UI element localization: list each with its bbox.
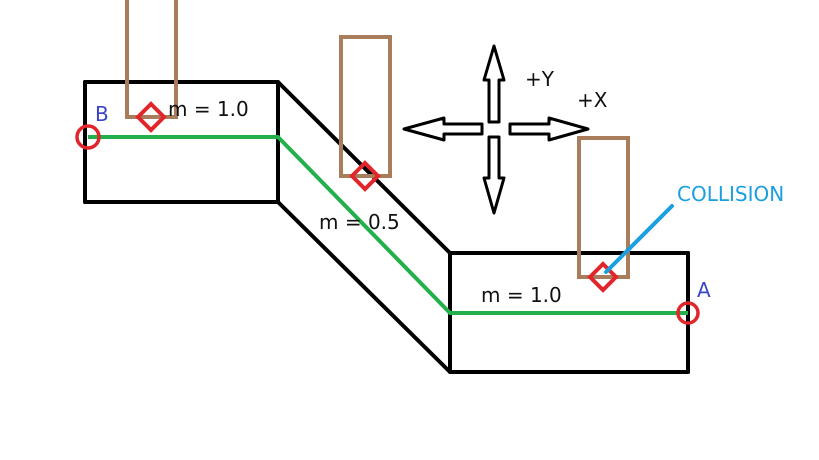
arrow-right-icon: [508, 116, 590, 142]
arrow-up-icon: [482, 44, 506, 124]
point-label-a: A: [697, 278, 711, 302]
diamond-markers: [135, 101, 619, 293]
probe-box-right: [577, 136, 630, 279]
probe-boxes: [125, 0, 630, 279]
axis-label-plus-x: +X: [577, 88, 608, 112]
terrain-top-edge: [83, 80, 690, 255]
diamond-marker-left: [135, 101, 167, 133]
probe-box-middle: [339, 35, 392, 178]
axis-label-plus-y: +Y: [525, 67, 555, 91]
probe-box-left: [125, 0, 178, 119]
arrow-down-icon: [482, 135, 506, 215]
endpoint-circle-a: [676, 301, 700, 325]
collision-pointer: [604, 204, 674, 274]
diamond-marker-middle: [349, 160, 381, 192]
arrow-left-icon: [402, 116, 484, 142]
walk-path: [88, 135, 688, 315]
mass-label-left: m = 1.0: [168, 97, 249, 121]
mass-label-right: m = 1.0: [481, 283, 562, 307]
mass-label-slope: m = 0.5: [319, 210, 400, 234]
point-label-b: B: [95, 102, 109, 126]
collision-label: COLLISION: [677, 182, 784, 206]
direction-arrows: [402, 44, 590, 215]
terrain-bottom-edge: [83, 200, 690, 374]
endpoint-markers: [75, 124, 700, 325]
diamond-marker-right: [587, 261, 619, 293]
endpoint-circle-b: [75, 124, 101, 150]
